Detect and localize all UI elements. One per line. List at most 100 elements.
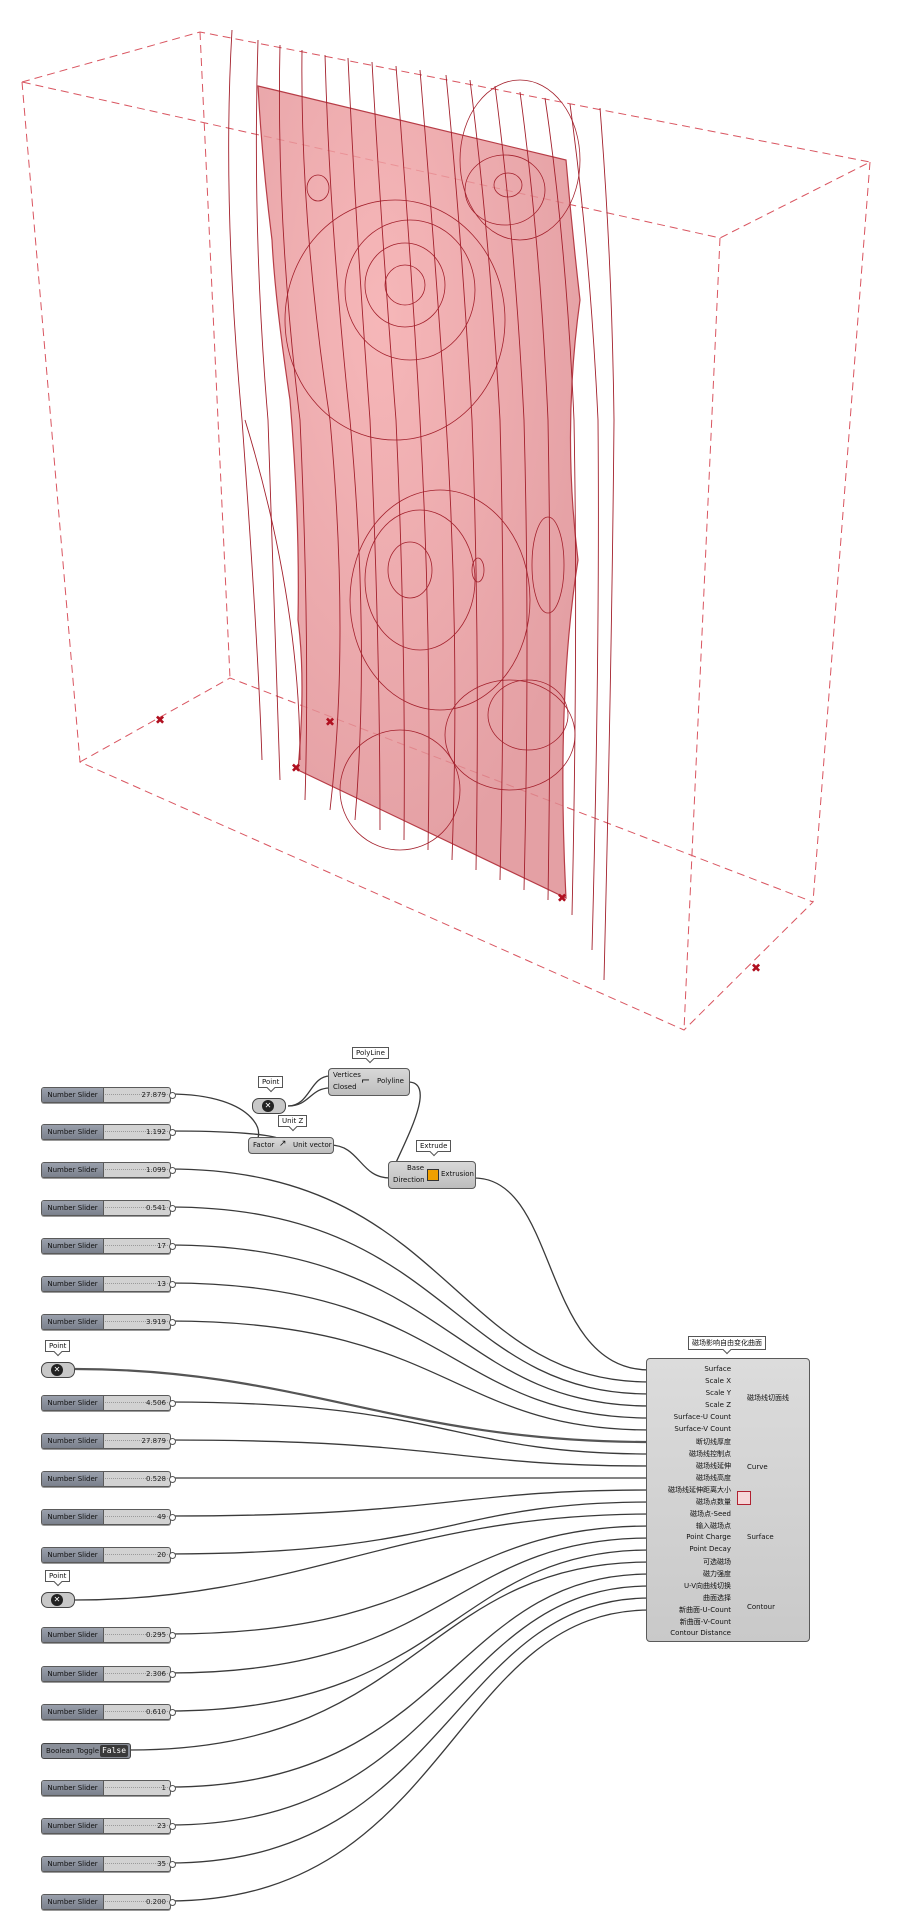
vertices-input[interactable]: Vertices (333, 1071, 361, 1079)
slider-track[interactable] (105, 1245, 168, 1248)
output-grip[interactable] (169, 1400, 176, 1407)
slider-track[interactable] (105, 1402, 168, 1405)
output-grip[interactable] (169, 1438, 176, 1445)
output-grip[interactable] (169, 1823, 176, 1830)
cluster-output-port[interactable]: Surface (747, 1533, 774, 1541)
slider-track[interactable] (105, 1634, 168, 1637)
slider-track[interactable] (105, 1094, 168, 1097)
output-grip[interactable] (169, 1205, 176, 1212)
slider-track[interactable] (105, 1516, 168, 1519)
point-node-1[interactable]: ✕ (252, 1098, 286, 1114)
cluster-input-port[interactable]: Contour Distance (670, 1629, 731, 1637)
cluster-input-port[interactable]: 磁场点-Seed (689, 1510, 731, 1518)
point-node-2[interactable]: ✕ (41, 1362, 75, 1378)
slider-track[interactable] (105, 1207, 168, 1210)
cluster-input-port[interactable]: 新曲面-V-Count (679, 1618, 731, 1626)
direction-input[interactable]: Direction (393, 1176, 425, 1184)
output-grip[interactable] (169, 1476, 176, 1483)
cluster-input-port[interactable]: Surface-V Count (674, 1425, 731, 1433)
slider-track[interactable] (105, 1901, 168, 1904)
slider-track[interactable] (105, 1478, 168, 1481)
cluster-input-port[interactable]: 曲面选择 (703, 1594, 731, 1602)
cluster-input-port[interactable]: Scale Z (705, 1401, 731, 1409)
output-grip[interactable] (169, 1129, 176, 1136)
output-grip[interactable] (169, 1092, 176, 1099)
charge-points[interactable]: ✖ ✖ ✖ ✖ ✖ (155, 713, 761, 975)
cluster-input-port[interactable]: 磁场点数量 (696, 1498, 731, 1506)
slider-track[interactable] (105, 1673, 168, 1676)
slider-track[interactable] (105, 1711, 168, 1714)
extrude-component[interactable]: Base Direction Extrusion (388, 1161, 476, 1189)
output-grip[interactable] (169, 1671, 176, 1678)
unitz-component[interactable]: Factor ↗ Unit vector (248, 1137, 334, 1154)
cluster-input-port[interactable]: 磁场线控制点 (689, 1450, 731, 1458)
slider-track[interactable] (105, 1863, 168, 1866)
cluster-input-port[interactable]: 磁场线延伸 (696, 1462, 731, 1470)
slider-track[interactable] (105, 1283, 168, 1286)
slider-track[interactable] (105, 1787, 168, 1790)
cluster-output-port[interactable]: Curve (747, 1463, 768, 1471)
cluster-input-port[interactable]: Point Decay (689, 1545, 731, 1553)
cluster-input-port[interactable]: 新曲面-U-Count (679, 1606, 731, 1614)
cluster-input-port[interactable]: 断切线厚度 (696, 1438, 731, 1446)
cluster-input-port[interactable]: Point Charge (686, 1533, 731, 1541)
output-grip[interactable] (169, 1319, 176, 1326)
cluster-output-port[interactable]: Contour (747, 1603, 775, 1611)
slider-track[interactable] (105, 1169, 168, 1172)
cluster-input-port[interactable]: 磁场线高度 (696, 1474, 731, 1482)
closed-input[interactable]: Closed (333, 1083, 357, 1091)
output-grip[interactable] (169, 1514, 176, 1521)
polyline-component[interactable]: Vertices Closed ⌐ Polyline (328, 1068, 410, 1096)
slider-track[interactable] (105, 1321, 168, 1324)
cluster-input-port[interactable]: Surface-U Count (673, 1413, 731, 1421)
base-input[interactable]: Base (407, 1164, 425, 1172)
slider-track[interactable] (105, 1825, 168, 1828)
cluster-input-port[interactable]: U-V向曲线切换 (683, 1582, 731, 1590)
output-grip[interactable] (169, 1785, 176, 1792)
output-grip[interactable] (169, 1281, 176, 1288)
toggle-value[interactable]: False (100, 1745, 128, 1757)
output-grip[interactable] (169, 1861, 176, 1868)
factor-input[interactable]: Factor (253, 1141, 275, 1149)
cluster-input-port[interactable]: 输入磁场点 (696, 1522, 731, 1530)
cluster-input-port[interactable]: 磁力强度 (703, 1570, 731, 1578)
output-grip[interactable] (169, 1167, 176, 1174)
boolean-toggle[interactable]: Boolean Toggle False (41, 1743, 131, 1759)
slider-track[interactable] (105, 1440, 168, 1443)
point-node-3[interactable]: ✕ (41, 1592, 75, 1608)
cluster-input-port[interactable]: Surface (704, 1365, 731, 1373)
output-grip[interactable] (169, 1709, 176, 1716)
rhino-viewport[interactable]: ✖ ✖ ✖ ✖ ✖ (0, 0, 900, 1040)
cluster-input-port[interactable]: 磁场线延伸距离大小 (668, 1486, 731, 1494)
output-grip[interactable] (169, 1243, 176, 1250)
slider-track[interactable] (105, 1554, 168, 1557)
output-grip[interactable] (169, 1552, 176, 1559)
extrusion-output[interactable]: Extrusion (441, 1170, 474, 1178)
output-grip[interactable] (169, 1899, 176, 1906)
cluster-input-port[interactable]: Scale Y (705, 1389, 731, 1397)
unit-vector-output[interactable]: Unit vector (293, 1141, 332, 1149)
cluster-input-port[interactable]: Scale X (705, 1377, 731, 1385)
output-grip[interactable] (169, 1632, 176, 1639)
cluster-output-port[interactable]: 磁场线切面线 (747, 1394, 789, 1402)
slider-track[interactable] (105, 1131, 168, 1134)
